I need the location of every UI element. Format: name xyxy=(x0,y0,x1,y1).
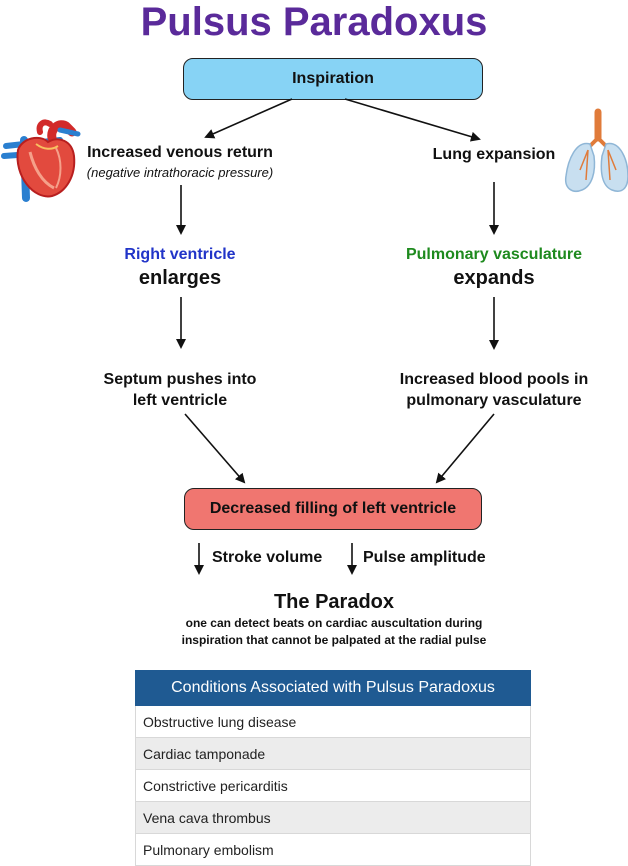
conditions-table-header: Conditions Associated with Pulsus Parado… xyxy=(135,670,531,706)
right-ventricle-label: Right ventricle xyxy=(124,246,236,263)
paradox-heading: The Paradox xyxy=(273,591,395,613)
arrow-septum-to-decreased xyxy=(184,413,246,484)
table-row: Obstructive lung disease xyxy=(135,706,531,738)
arrow-blood-to-decreased xyxy=(435,413,495,484)
expands-label: expands xyxy=(453,267,535,289)
blood-pools-line2: pulmonary vasculature xyxy=(406,392,582,409)
heart-icon xyxy=(1,119,81,202)
blood-pools-line1: Increased blood pools in xyxy=(399,371,589,388)
enlarges-label: enlarges xyxy=(138,267,222,289)
lungs-icon xyxy=(564,108,628,192)
stroke-volume-label: Stroke volume xyxy=(212,549,323,566)
septum-line1: Septum pushes into xyxy=(103,371,257,388)
paradox-line2: inspiration that cannot be palpated at t… xyxy=(181,633,487,647)
conditions-table: Conditions Associated with Pulsus Parado… xyxy=(135,670,531,866)
venous-return-note: (negative intrathoracic pressure) xyxy=(86,165,274,180)
decreased-filling-box: Decreased filling of left ventricle xyxy=(184,488,482,530)
lung-expansion-label: Lung expansion xyxy=(432,146,556,163)
table-row: Pulmonary embolism xyxy=(135,834,531,866)
table-row: Vena cava thrombus xyxy=(135,802,531,834)
pulse-amplitude-label: Pulse amplitude xyxy=(363,549,486,566)
arrow-inspiration-to-lung xyxy=(344,98,481,142)
paradox-line1: one can detect beats on cardiac ausculta… xyxy=(185,616,483,630)
septum-line2: left ventricle xyxy=(132,392,228,409)
arrow-inspiration-to-venous xyxy=(204,98,293,139)
pulmonary-vasculature-label: Pulmonary vasculature xyxy=(405,246,583,263)
table-row: Constrictive pericarditis xyxy=(135,770,531,802)
page-title: Pulsus Paradoxus xyxy=(140,0,488,44)
inspiration-box: Inspiration xyxy=(183,58,483,100)
venous-return-label: Increased venous return xyxy=(87,144,273,161)
table-row: Cardiac tamponade xyxy=(135,738,531,770)
